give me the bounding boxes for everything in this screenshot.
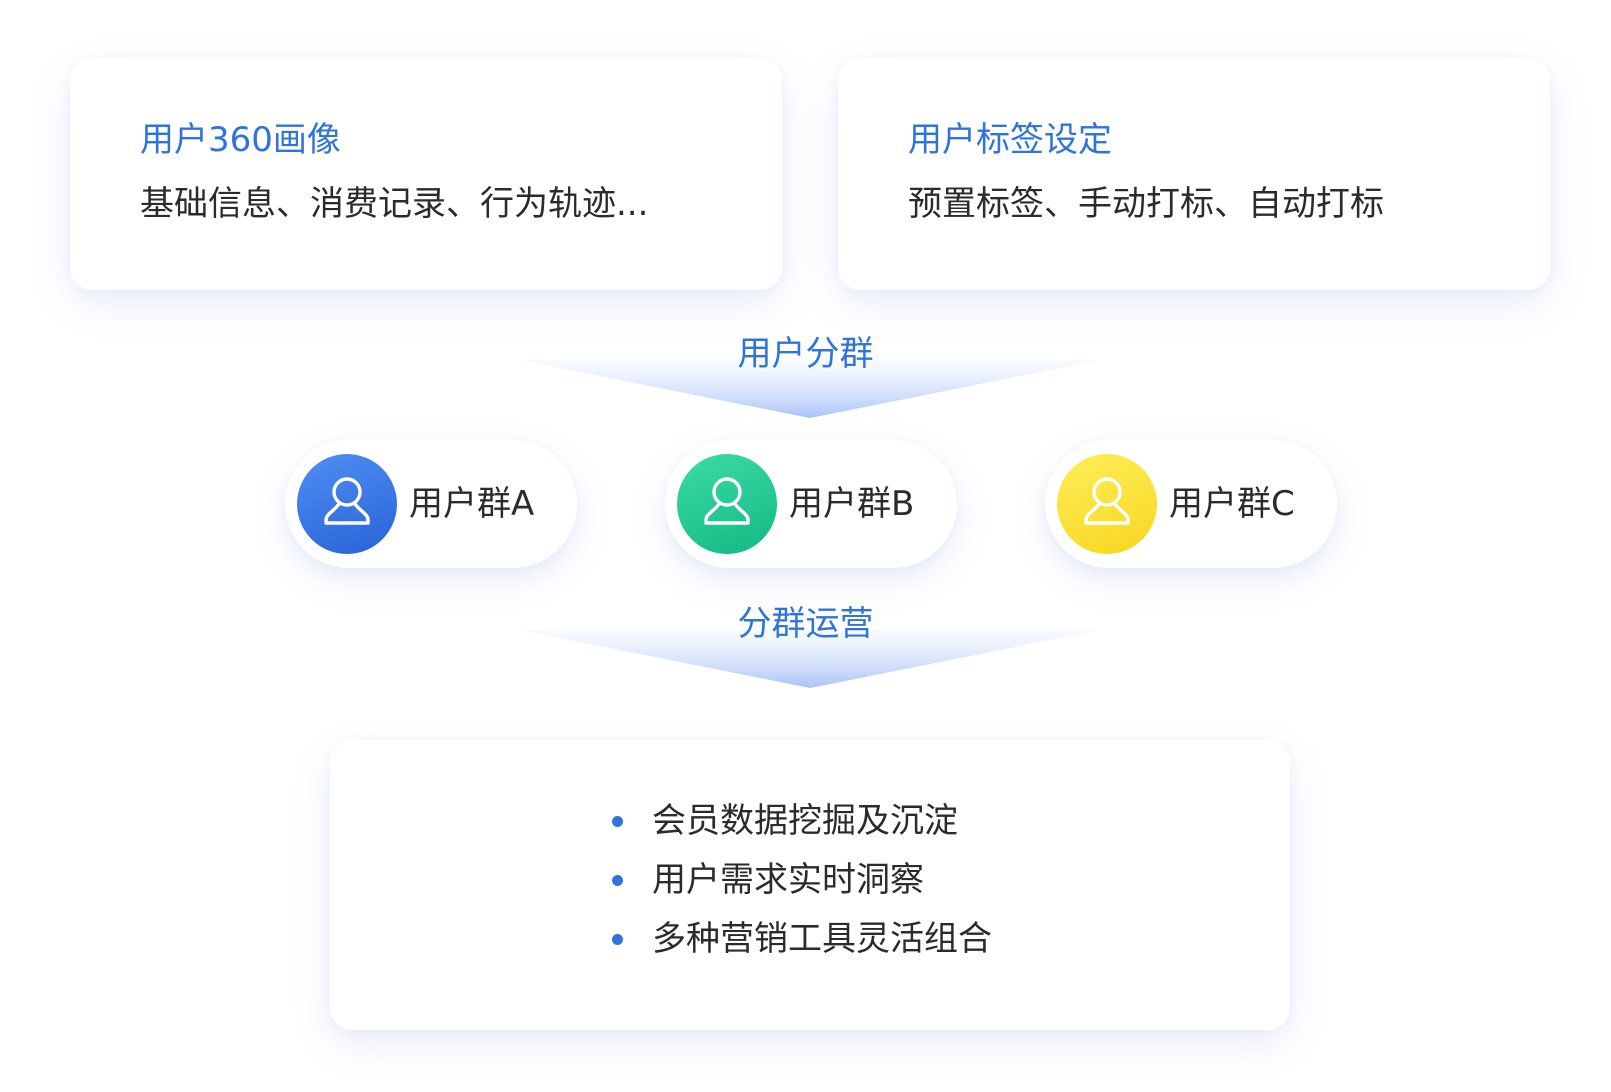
list-item: 会员数据挖掘及沉淀: [612, 792, 992, 851]
user-group-a-avatar: [297, 454, 397, 554]
user-group-a-label: 用户群A: [409, 484, 535, 524]
tag-settings-card-title: 用户标签设定: [908, 120, 1112, 160]
profile-card: 用户360画像 基础信息、消费记录、行为轨迹...: [70, 58, 782, 290]
list-item-text: 会员数据挖掘及沉淀: [652, 801, 958, 841]
bullet-dot: [612, 875, 623, 886]
segmentation-label: 用户分群: [737, 334, 874, 374]
user-icon: [1084, 477, 1130, 525]
operations-card: 会员数据挖掘及沉淀 用户需求实时洞察 多种营销工具灵活组合: [330, 740, 1290, 1030]
bullet-dot: [612, 934, 623, 945]
user-group-a: 用户群A: [285, 440, 577, 568]
operations-list: 会员数据挖掘及沉淀 用户需求实时洞察 多种营销工具灵活组合: [612, 792, 992, 969]
tag-settings-card: 用户标签设定 预置标签、手动打标、自动打标: [838, 58, 1550, 290]
user-icon: [704, 477, 750, 525]
bullet-dot: [612, 816, 623, 827]
list-item: 多种营销工具灵活组合: [612, 910, 992, 969]
user-group-c: 用户群C: [1045, 440, 1337, 568]
profile-card-title: 用户360画像: [140, 120, 341, 160]
segmentation-funnel-arrow: [520, 360, 1100, 418]
operation-label: 分群运营: [737, 604, 874, 644]
user-group-b-avatar: [677, 454, 777, 554]
list-item-text: 用户需求实时洞察: [652, 860, 924, 900]
list-item: 用户需求实时洞察: [612, 851, 992, 910]
user-icon: [324, 477, 370, 525]
list-item-text: 多种营销工具灵活组合: [652, 919, 992, 959]
user-group-b: 用户群B: [665, 440, 957, 568]
user-group-b-label: 用户群B: [789, 484, 915, 524]
user-group-c-label: 用户群C: [1169, 484, 1295, 524]
profile-card-description: 基础信息、消费记录、行为轨迹...: [140, 184, 649, 224]
operation-funnel-arrow: [520, 630, 1100, 688]
user-group-c-avatar: [1057, 454, 1157, 554]
tag-settings-card-description: 预置标签、手动打标、自动打标: [908, 184, 1384, 224]
